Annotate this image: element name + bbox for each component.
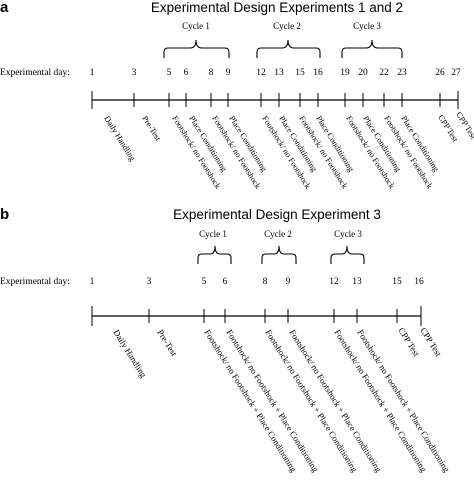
panel-a-cycle-2-brace xyxy=(256,39,321,58)
panel-a-cycle-1-label: Cycle 1 xyxy=(182,21,210,31)
panel-b-title: Experimental Design Experiment 3 xyxy=(173,207,381,222)
panel-a-day: 9 xyxy=(226,68,231,78)
panel-b-cycle-3-brace xyxy=(330,245,365,264)
panel-a-day-labels: 1 3 5 6 8 9 12 13 15 16 19 20 22 23 26 2… xyxy=(90,68,461,78)
panel-b-day-labels: 1 3 5 6 8 9 12 13 15 16 xyxy=(90,277,424,287)
panel-b-day: 6 xyxy=(223,277,228,287)
panel-b-event-label: CPP Test xyxy=(418,326,444,359)
panel-b-timeline xyxy=(91,306,422,326)
panel-a-title: Experimental Design Experiments 1 and 2 xyxy=(151,0,403,15)
panel-a-event-label: Pre-Test xyxy=(140,114,163,143)
panel-a-cycle-1-brace xyxy=(163,39,230,58)
panel-b-cycle-3-label: Cycle 3 xyxy=(334,229,362,239)
panel-b-cycle-2-label: Cycle 2 xyxy=(264,229,292,239)
panel-b-cycles: Cycle 1 Cycle 2 Cycle 3 xyxy=(197,229,365,264)
panel-a-letter: a xyxy=(0,0,9,16)
panel-b-day: 8 xyxy=(263,277,268,287)
panel-a-day: 1 xyxy=(90,68,95,78)
panel-a: a Experimental Design Experiments 1 and … xyxy=(0,0,474,191)
panel-a-cycle-3-label: Cycle 3 xyxy=(353,21,381,31)
panel-b-day: 5 xyxy=(202,277,207,287)
panel-b-day: 1 xyxy=(90,277,95,287)
panel-a-day: 27 xyxy=(451,68,461,78)
panel-b-letter: b xyxy=(0,206,9,223)
panel-b-cycle-2-brace xyxy=(261,245,297,264)
panel-a-event-labels: Daily Handling Pre-Test Footshock/ no Fo… xyxy=(102,110,474,191)
panel-b-event-labels: Daily Handling Pre-Test Footshock/ no Fo… xyxy=(111,326,452,475)
panel-a-day: 20 xyxy=(358,68,368,78)
panel-a-day: 5 xyxy=(167,68,172,78)
panel-a-day: 26 xyxy=(435,68,445,78)
panel-a-timeline xyxy=(91,91,459,109)
panel-b-day: 3 xyxy=(147,277,152,287)
panel-b-row-label: Experimental day: xyxy=(0,277,70,287)
panel-a-event-label: Daily Handling xyxy=(102,114,137,162)
panel-a-day: 13 xyxy=(274,68,284,78)
panel-a-cycle-3-brace xyxy=(341,39,403,58)
panel-a-day: 3 xyxy=(132,68,137,78)
panel-b-day: 16 xyxy=(414,277,424,287)
panel-b-day: 12 xyxy=(329,277,339,287)
panel-b-day: 9 xyxy=(286,277,291,287)
panel-a-day: 22 xyxy=(379,68,389,78)
panel-a-row-label: Experimental day: xyxy=(0,68,70,78)
panel-a-cycle-2-label: Cycle 2 xyxy=(273,21,301,31)
panel-b: b Experimental Design Experiment 3 Cycle… xyxy=(0,206,452,474)
panel-b-cycle-1-label: Cycle 1 xyxy=(199,229,227,239)
panel-b-cycle-1-brace xyxy=(197,245,232,264)
panel-b-day: 15 xyxy=(392,277,402,287)
panel-a-day: 16 xyxy=(313,68,323,78)
panel-b-event-label: Daily Handling xyxy=(111,328,149,380)
panel-a-day: 12 xyxy=(256,68,266,78)
panel-a-day: 15 xyxy=(295,68,305,78)
panel-a-cycles: Cycle 1 Cycle 2 Cycle 3 xyxy=(163,21,403,58)
panel-a-day: 19 xyxy=(340,68,350,78)
panel-a-day: 23 xyxy=(397,68,407,78)
panel-a-day: 6 xyxy=(184,68,189,78)
panel-b-event-label: Pre-Test xyxy=(155,328,179,359)
panel-b-day: 13 xyxy=(352,277,362,287)
panel-a-day: 8 xyxy=(209,68,214,78)
